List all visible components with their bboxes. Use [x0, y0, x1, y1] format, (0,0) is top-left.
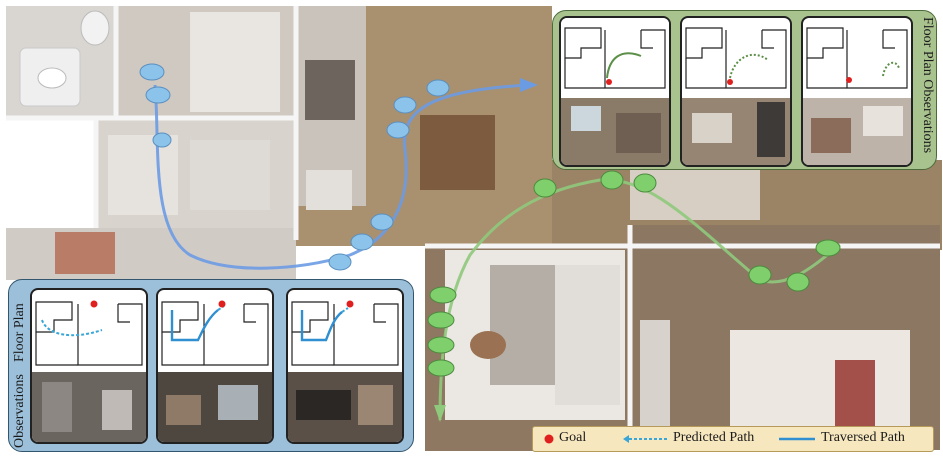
coffee-table	[470, 331, 506, 359]
bottom-card-2-graphic	[158, 300, 272, 442]
bottom-panel-label-floor: Floor Plan	[12, 303, 27, 362]
top-card-2-graphic	[682, 27, 790, 165]
green-agents	[427, 170, 841, 377]
sofa	[555, 265, 620, 405]
bottom-observations-panel: Observations Floor Plan	[8, 279, 414, 452]
top-card-2	[680, 16, 792, 167]
green-path	[438, 178, 841, 421]
dining-table	[420, 115, 495, 190]
bottom-card-1-graphic	[32, 300, 146, 442]
bottom-card-1	[30, 288, 148, 444]
blue-path-arrow	[520, 78, 538, 92]
legend-predicted-label: Predicted Path	[673, 430, 755, 445]
goal-marker	[544, 434, 554, 444]
bottom-card-2	[156, 288, 274, 444]
top-observations-panel: Floor Plan Observations	[552, 10, 937, 170]
legend-traversed-label: Traversed Path	[821, 430, 905, 445]
bottom-panel-label-obs: Observations	[12, 374, 27, 448]
top-panel-label: Floor Plan Observations	[920, 17, 935, 154]
green-path-arrow	[434, 405, 446, 422]
goal-dot	[606, 79, 612, 85]
top-card-1	[559, 16, 671, 167]
top-card-3-graphic	[803, 27, 911, 165]
top-card-3	[801, 16, 913, 167]
predicted-line	[623, 435, 668, 443]
legend: Goal Predicted Path Traversed Path	[532, 426, 934, 452]
toilet	[80, 10, 110, 46]
bottom-card-3	[286, 288, 404, 444]
legend-goal-label: Goal	[559, 430, 587, 445]
blue-path	[153, 83, 531, 270]
top-card-1-graphic	[561, 18, 669, 165]
rug	[55, 232, 115, 274]
bottom-card-3-graphic	[288, 300, 402, 442]
blue-agents	[139, 63, 450, 271]
legend-graphics	[544, 434, 815, 444]
